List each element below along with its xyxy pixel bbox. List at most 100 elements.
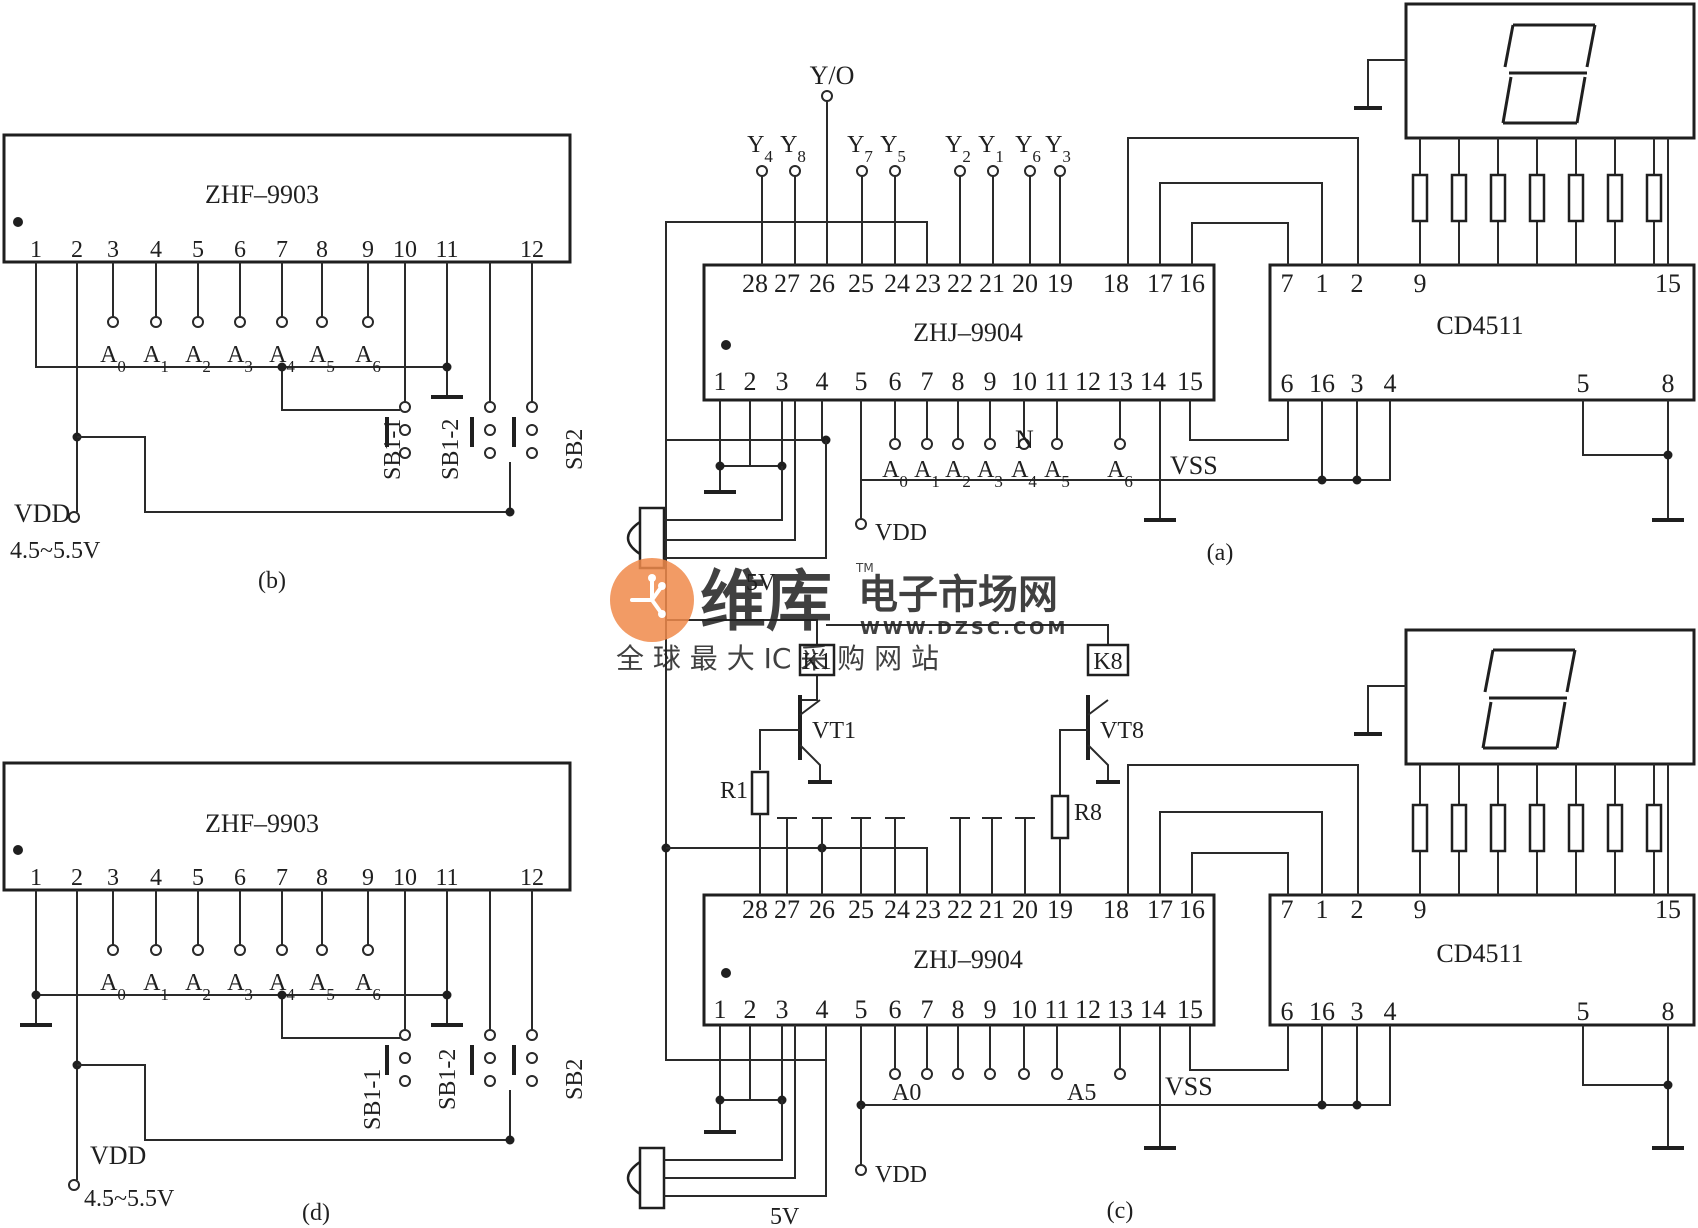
decoder-a-cd4511 (1268, 263, 1696, 402)
watermark-slogan: 全 球 最 大 IC 采 购 网 站 (616, 642, 939, 675)
segment-resistor (1450, 173, 1468, 223)
segment-resistor (1411, 173, 1429, 223)
chip-d-pin1-dot (13, 845, 23, 855)
decoder-pin-16: 16 (1309, 997, 1335, 1026)
input-terminal (889, 1068, 901, 1080)
chip-pin-16: 16 (1179, 895, 1205, 924)
decoder-pin-7: 7 (1281, 269, 1294, 298)
switch-terminal (399, 401, 411, 413)
output-y1: Y1 (978, 132, 1004, 166)
bus-15-6 (1189, 400, 1289, 441)
input-d-a2: A2 (185, 970, 211, 1004)
decoder-pin-4: 4 (1384, 369, 1397, 398)
decoder-pin-5: 5 (1577, 369, 1590, 398)
chip-b-body (2, 133, 572, 264)
display-common (1367, 685, 1406, 732)
segment-resistor (1645, 173, 1663, 223)
chip-d-pin-8: 8 (316, 865, 328, 891)
chip-pin-20: 20 (1012, 269, 1038, 298)
input-terminal (316, 944, 328, 956)
junction-dot (1317, 475, 1327, 485)
chip-d-pin-4: 4 (150, 865, 162, 891)
input-terminal (1051, 438, 1063, 450)
junction-dot (31, 990, 41, 1000)
input-terminal (150, 316, 162, 328)
input-d-a6: A6 (355, 970, 381, 1004)
chip-d-pin-12: 12 (520, 865, 544, 891)
transistor-leads (799, 699, 821, 780)
input-b-a4: A4 (269, 342, 295, 376)
switch-b-sb2-label: SB2 (562, 429, 588, 470)
switch-terminal (484, 1029, 496, 1041)
pins-2-3 (720, 400, 783, 467)
transistor-vt8-label: VT8 (1100, 718, 1144, 744)
control-rail (666, 847, 928, 895)
chip-d-wiring (20, 890, 538, 1191)
chip-b-pin-2: 2 (71, 237, 83, 263)
chip-pin-3: 3 (776, 995, 789, 1024)
top-stub (885, 817, 905, 895)
chip-pin-24: 24 (884, 269, 910, 298)
chip-pin-18: 18 (1103, 895, 1129, 924)
input-terminal (889, 438, 901, 450)
chip-pin-14: 14 (1140, 367, 1166, 396)
ir-receiver (638, 1146, 666, 1210)
segment-c (1555, 701, 1567, 749)
input-terminal (984, 438, 996, 450)
k8-feed (826, 624, 1109, 645)
chip-d-pin-1: 1 (30, 865, 42, 891)
decoder-c-cd4511 (1268, 893, 1696, 1027)
supply-c-label: 5V (770, 1204, 800, 1228)
switch-terminal (484, 1052, 496, 1064)
bus-16-7 (1191, 852, 1289, 895)
caption-b: (b) (258, 568, 286, 594)
voltage-b-label: 4.5~5.5V (10, 538, 101, 564)
vdd-terminal (68, 511, 80, 523)
junction-dot (442, 362, 452, 372)
chip-b-pin-3: 3 (107, 237, 119, 263)
decoder-pin-15: 15 (1655, 895, 1681, 924)
input-a-a2: A2 (945, 457, 971, 491)
display-a-digit (1501, 23, 1597, 125)
decoder-c-label: CD4511 (1436, 939, 1523, 968)
switch-terminal (526, 401, 538, 413)
chip-d-pin-5: 5 (192, 865, 204, 891)
chip-b-pin-7: 7 (276, 237, 288, 263)
chip-pin-2: 2 (744, 367, 757, 396)
top-stub (851, 817, 871, 895)
decoder-pin-8: 8 (1662, 997, 1675, 1026)
transistor-leads (1087, 699, 1109, 780)
input-a-a3: A3 (977, 457, 1003, 491)
chip-pin-14: 14 (1140, 995, 1166, 1024)
decoder-pin-1: 1 (1316, 895, 1329, 924)
input-d-a0: A0 (100, 970, 126, 1004)
chip-pin-1: 1 (714, 995, 727, 1024)
segment-resistor (1528, 803, 1546, 853)
chip-pin-4: 4 (816, 995, 829, 1024)
voltage-d-label: 4.5~5.5V (84, 1186, 175, 1212)
segment-b (1565, 649, 1577, 693)
segment-e (1481, 701, 1493, 749)
input-b-a3: A3 (227, 342, 253, 376)
switch-terminal (484, 1075, 496, 1087)
watermark-tm: TM (855, 561, 874, 575)
k1-feed (666, 619, 818, 701)
input-a-a6: A6 (1107, 457, 1133, 491)
chip-b-pin-1: 1 (30, 237, 42, 263)
output-terminal (954, 165, 966, 177)
sb11-link (281, 995, 400, 1039)
chip-pin-19: 19 (1047, 269, 1073, 298)
relay-k8-label: K8 (1093, 649, 1122, 675)
input-d-a3: A3 (227, 970, 253, 1004)
relay-k1 (798, 643, 836, 677)
vss-a-label: VSS (1170, 451, 1218, 480)
vdd-terminal (68, 1179, 80, 1191)
vdd-terminal (855, 1164, 867, 1176)
top-stub (982, 817, 1002, 895)
output-terminal (856, 165, 868, 177)
